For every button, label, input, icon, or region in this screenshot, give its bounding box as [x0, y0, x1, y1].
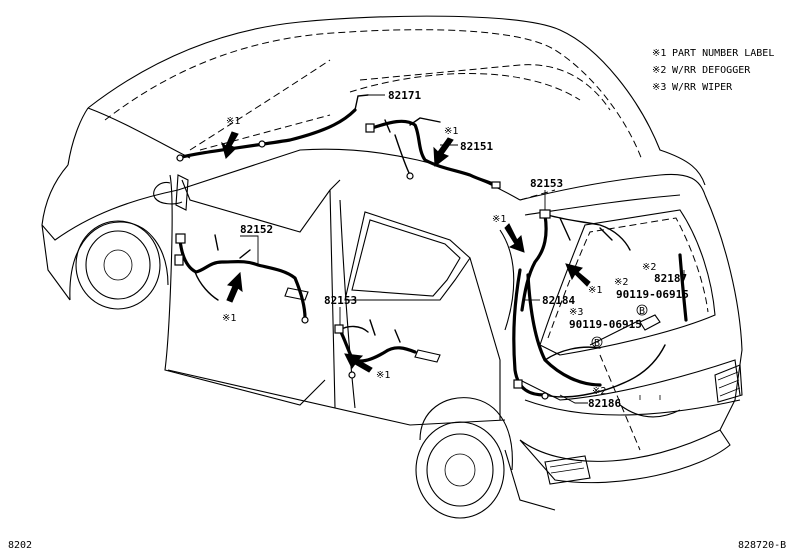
callout-82184: 82184 [542, 294, 575, 307]
mark-1-tailgate-2: ※1 [588, 285, 602, 296]
callout-82187: 82187 [654, 272, 687, 285]
mark-2-a: ※2 [642, 262, 656, 273]
harness-82153-tailgate-side [520, 209, 631, 312]
legend: ※1 PART NUMBER LABEL ※2 W/RR DEFOGGER ※3… [652, 48, 774, 93]
arrow-82153-door-label [344, 353, 373, 373]
arrow-roof-label [221, 131, 239, 159]
callouts: 82171 82151 82153 82152 82153 82184 8218… [240, 89, 689, 410]
circle-b-2: B [594, 338, 600, 349]
harness-82171-roof [176, 94, 369, 162]
callout-90119-a: 90119-06915 [616, 288, 689, 301]
circle-b-1: B [639, 306, 645, 317]
mark-3: ※3 [569, 307, 583, 318]
mark-2-c: ※2 [592, 386, 606, 397]
callout-82153-roof: 82153 [530, 177, 563, 190]
arrow-tailgate-label [504, 223, 525, 253]
callout-82153-door: 82153 [324, 294, 357, 307]
legend-mark-2: ※2 [652, 65, 666, 76]
harness-82153-rear-door [334, 319, 417, 379]
callout-82151: 82151 [460, 140, 493, 153]
arrow-82152-label [226, 271, 243, 303]
leader-lines [240, 94, 685, 404]
legend-mark-1: ※1 [652, 48, 666, 59]
legend-mark-3: ※3 [652, 82, 666, 93]
mark-1-tailgate: ※1 [492, 214, 506, 225]
legend-text-2: W/RR DEFOGGER [672, 65, 751, 76]
arrow-82151-label [433, 137, 454, 167]
arrow-82184-label [565, 263, 591, 287]
callout-82186: 82186 [588, 397, 621, 410]
mark-1-top: ※1 [226, 116, 240, 127]
mark-1-roof: ※1 [444, 126, 458, 137]
harness-82152-front-door [174, 233, 309, 324]
legend-text-1: PART NUMBER LABEL [672, 48, 774, 59]
mark-1-front-door: ※1 [222, 313, 236, 324]
callout-82152: 82152 [240, 223, 273, 236]
mark-2-b: ※2 [614, 277, 628, 288]
legend-text-3: W/RR WIPER [672, 82, 733, 93]
harness-82151-roof [365, 117, 501, 189]
callout-90119-b: 90119-06915 [569, 318, 642, 331]
footer-left-code: 8202 [8, 540, 32, 551]
mark-1-rear-door: ※1 [376, 370, 390, 381]
note-marks: ※1 ※1 ※1 ※1 ※1 ※1 ※2 ※2 ※2 ※3 [222, 116, 656, 397]
callout-82171: 82171 [388, 89, 421, 102]
footer-right-code: 828720-B [738, 540, 786, 551]
